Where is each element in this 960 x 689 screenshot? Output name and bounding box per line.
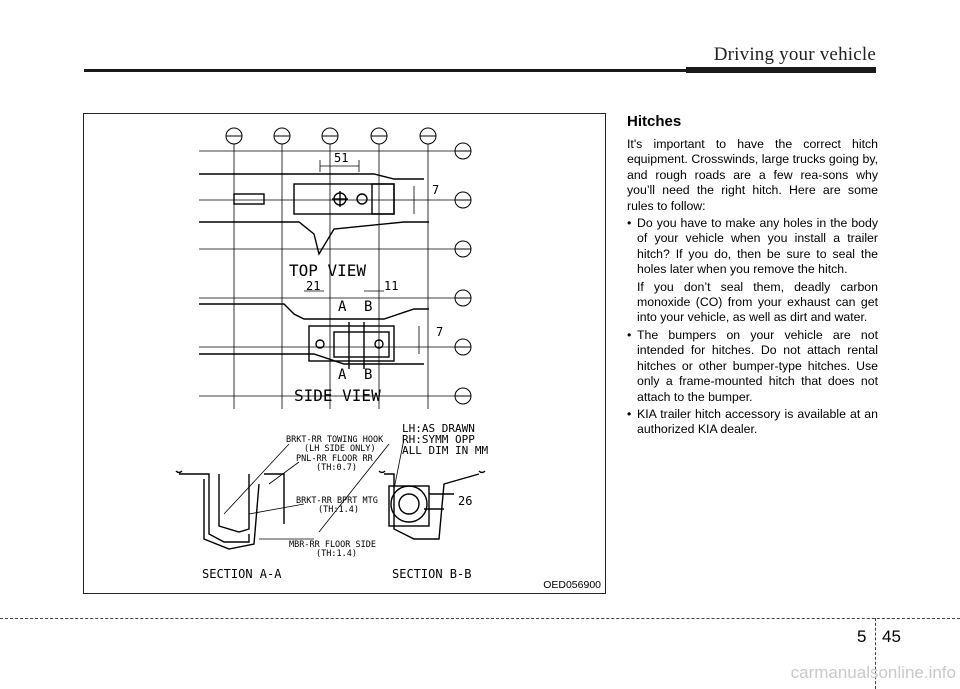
leader-lines (223, 438, 405, 540)
cut-a-lower-label: A (338, 367, 347, 383)
grid-verticals (233, 144, 429, 409)
footer-divider (0, 618, 960, 619)
footer-page-separator (875, 618, 876, 689)
part-bumper-bracket-note: (TH:1.4) (318, 505, 359, 515)
header-rule (84, 69, 876, 72)
list-item-subtext: If you don’t seal them, deadly carbon mo… (637, 279, 878, 325)
hitches-section: Hitches It's important to have the corre… (627, 113, 878, 440)
part-towing-hook-note: (LH SIDE ONLY) (304, 444, 376, 454)
header-rule-accent (686, 67, 876, 73)
bullet-icon: • (627, 327, 632, 342)
dim-7-side-label: 7 (436, 325, 443, 339)
list-item: • Do you have to make any holes in the b… (627, 216, 878, 326)
section-aa-label: SECTION A-A (202, 567, 282, 581)
dim-51-label: 51 (334, 151, 348, 165)
section-bb-label: SECTION B-B (392, 567, 471, 581)
dimension-lines (304, 160, 420, 354)
top-view-label: TOP VIEW (289, 261, 366, 280)
dim-7-top-label: 7 (432, 183, 439, 197)
part-towing-hook-label: BRKT-RR TOWING HOOK (286, 435, 384, 445)
note-lh-label: LH:AS DRAWN (402, 422, 475, 435)
header-title: Driving your vehicle (713, 44, 876, 65)
page-number: 45 (882, 627, 901, 646)
section-title: Hitches (627, 113, 682, 130)
list-item-text: The bumpers on your vehicle are not inte… (637, 327, 878, 404)
side-view-frame (199, 303, 429, 369)
part-floor-side-label: MBR-RR FLOOR SIDE (289, 540, 376, 550)
top-view-frame (199, 173, 429, 256)
reference-markers-top (225, 127, 437, 145)
cut-b-upper-label: B (364, 299, 372, 315)
part-floor-panel-label: PNL-RR FLOOR RR (296, 454, 374, 464)
intro-paragraph: It's important to have the correct hitch… (627, 137, 878, 213)
note-dim-label: ALL DIM IN MM (402, 444, 488, 457)
section-number: 5 (857, 627, 867, 646)
dim-11-label: 11 (384, 279, 398, 293)
section-profiles (175, 470, 486, 550)
dim-26-label: 26 (458, 494, 472, 508)
hitch-diagram-figure: TOP VIEW SIDE VIEW SECTION A-A SECTION B… (83, 113, 606, 594)
list-item: • KIA trailer hitch accessory is availab… (627, 407, 878, 438)
reference-markers-right (454, 142, 472, 405)
watermark: carmanualsonline.info (790, 663, 956, 682)
cut-b-lower-label: B (364, 367, 372, 383)
figure-code: OED056900 (543, 579, 601, 591)
grid-horizontals (199, 150, 455, 397)
list-item: • The bumpers on your vehicle are not in… (627, 328, 878, 405)
hitch-technical-drawing: TOP VIEW SIDE VIEW SECTION A-A SECTION B… (175, 127, 488, 581)
rules-list: • Do you have to make any holes in the b… (627, 216, 878, 438)
list-item-text: KIA trailer hitch accessory is available… (637, 406, 878, 437)
bullet-icon: • (627, 216, 632, 231)
dim-21-label: 21 (306, 279, 320, 293)
part-floor-panel-note: (TH:0.7) (316, 463, 357, 473)
note-rh-label: RH:SYMM OPP (402, 433, 475, 446)
part-floor-side-note: (TH:1.4) (316, 549, 357, 559)
bullet-icon: • (627, 406, 632, 421)
part-bumper-bracket-label: BRKT-RR BPRT MTG (296, 496, 378, 506)
list-item-text: Do you have to make any holes in the bod… (637, 216, 878, 277)
side-view-label: SIDE VIEW (294, 386, 381, 405)
cut-a-upper-label: A (338, 299, 347, 315)
